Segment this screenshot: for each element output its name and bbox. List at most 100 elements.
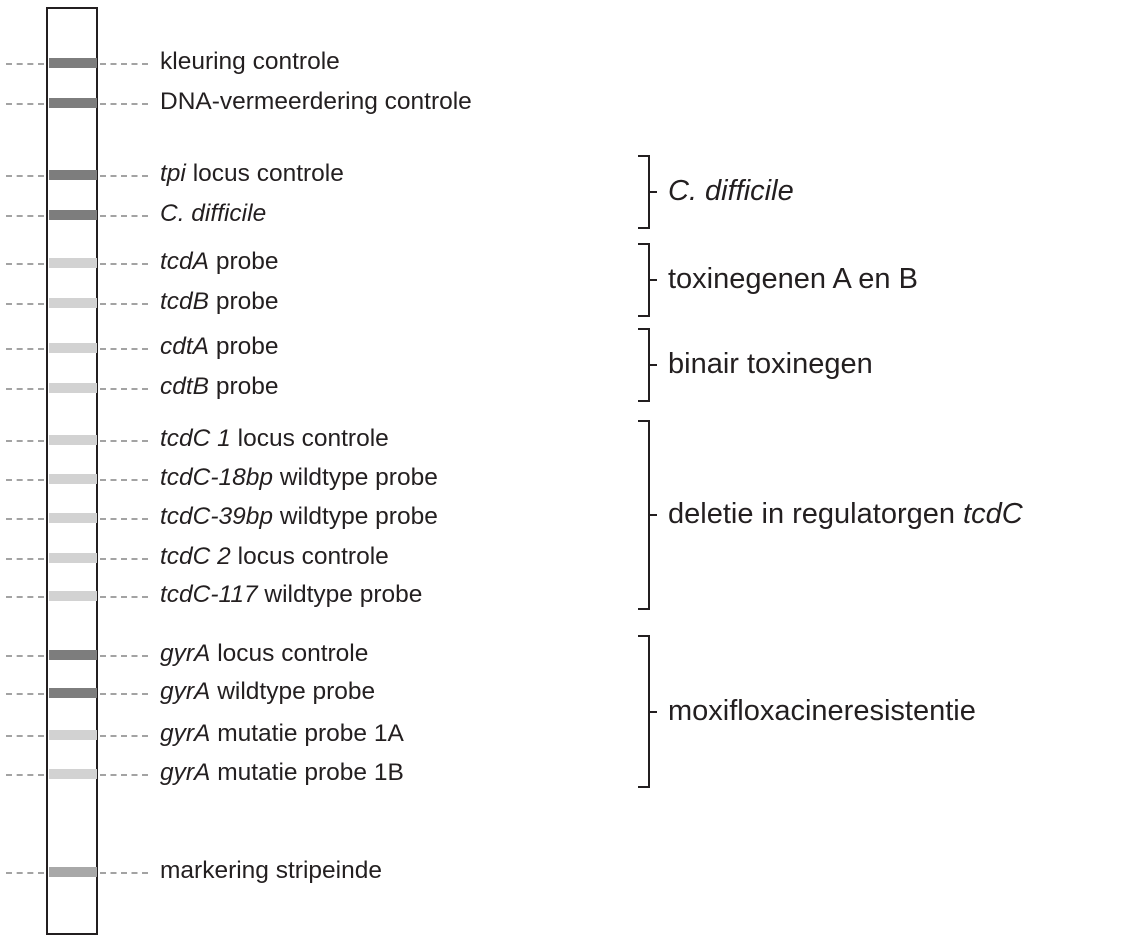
right-guide-line (100, 872, 148, 874)
probe-band (49, 210, 97, 220)
probe-label-text: markering stripeinde (160, 857, 382, 884)
right-guide-line (100, 215, 148, 217)
probe-label-text: kleuring controle (160, 48, 340, 75)
group-label: toxinegenen A en B (668, 262, 918, 296)
probe-label-text: wildtype probe (210, 678, 376, 705)
probe-label-italic: tcdC-117 (160, 581, 258, 608)
group-label-text: toxinegenen A en B (668, 263, 918, 295)
group-bracket-tick (648, 191, 657, 193)
probe-band (49, 867, 97, 877)
group-label-text: deletie in regulatorgen (668, 498, 964, 530)
probe-label: tcdA probe (160, 247, 279, 277)
test-strip (46, 7, 98, 935)
probe-band (49, 650, 97, 660)
probe-label-text: wildtype probe (257, 581, 423, 608)
probe-label-italic: tcdC-18bp (160, 464, 274, 491)
probe-label: markering stripeinde (160, 856, 382, 886)
group-label-text: moxifloxacineresistentie (668, 694, 976, 727)
right-guide-line (100, 596, 148, 598)
probe-label-italic: tcdC 1 (160, 425, 231, 452)
right-guide-line (100, 63, 148, 65)
probe-label: DNA-vermeerdering controle (160, 87, 472, 117)
right-guide-line (100, 655, 148, 657)
probe-band (49, 591, 97, 601)
right-guide-line (100, 440, 148, 442)
probe-label-text: mutatie probe 1A (210, 720, 404, 747)
left-guide-line (6, 348, 44, 350)
probe-band (49, 513, 97, 523)
left-guide-line (6, 175, 44, 177)
left-guide-line (6, 518, 44, 520)
probe-band (49, 58, 97, 68)
probe-label: gyrA locus controle (160, 639, 368, 669)
left-guide-line (6, 63, 44, 65)
left-guide-line (6, 558, 44, 560)
probe-label-text: locus controle (210, 640, 369, 667)
probe-label: kleuring controle (160, 47, 340, 77)
probe-label: tcdC 2 locus controle (160, 542, 389, 572)
right-guide-line (100, 175, 148, 177)
probe-label: tcdC-39bp wildtype probe (160, 502, 438, 532)
right-guide-line (100, 735, 148, 737)
probe-label: gyrA mutatie probe 1A (160, 719, 404, 749)
probe-label-text: locus controle (230, 543, 389, 570)
probe-label-text: probe (209, 248, 279, 275)
probe-band (49, 435, 97, 445)
probe-label-italic: gyrA (160, 720, 211, 747)
probe-label-italic: C. difficile (160, 200, 267, 227)
right-guide-line (100, 348, 148, 350)
probe-label: gyrA mutatie probe 1B (160, 758, 404, 788)
probe-label-text: probe (209, 288, 279, 315)
left-guide-line (6, 440, 44, 442)
left-guide-line (6, 693, 44, 695)
probe-label-italic: tcdA (160, 248, 210, 275)
probe-label-italic: tcdC-39bp (160, 503, 274, 530)
probe-label-text: probe (209, 373, 279, 400)
probe-band (49, 474, 97, 484)
left-guide-line (6, 596, 44, 598)
group-label: binair toxinegen (668, 347, 873, 381)
left-guide-line (6, 215, 44, 217)
probe-label-italic: cdtA (160, 333, 210, 360)
probe-band (49, 98, 97, 108)
probe-label: tcdC-18bp wildtype probe (160, 463, 438, 493)
probe-label-text: wildtype probe (273, 464, 438, 491)
probe-label-italic: cdtB (160, 373, 210, 400)
probe-band (49, 688, 97, 698)
probe-label-italic: gyrA (160, 678, 211, 705)
right-guide-line (100, 388, 148, 390)
probe-label: cdtA probe (160, 332, 279, 362)
left-guide-line (6, 774, 44, 776)
right-guide-line (100, 518, 148, 520)
probe-band (49, 730, 97, 740)
left-guide-line (6, 388, 44, 390)
probe-band (49, 383, 97, 393)
group-label: moxifloxacineresistentie (668, 694, 976, 728)
group-label-italic: C. difficile (668, 175, 794, 207)
right-guide-line (100, 693, 148, 695)
left-guide-line (6, 103, 44, 105)
probe-label: tcdC-117 wildtype probe (160, 580, 422, 610)
probe-label-italic: gyrA (160, 759, 211, 786)
group-bracket-tick (648, 279, 657, 281)
probe-label: cdtB probe (160, 372, 279, 402)
right-guide-line (100, 774, 148, 776)
probe-band (49, 343, 97, 353)
group-bracket-tick (648, 710, 657, 713)
probe-band (49, 258, 97, 268)
probe-band (49, 553, 97, 563)
probe-band (49, 170, 97, 180)
left-guide-line (6, 872, 44, 874)
left-guide-line (6, 655, 44, 657)
group-label: C. difficile (668, 174, 794, 208)
group-bracket-tick (648, 514, 657, 516)
probe-band (49, 769, 97, 779)
probe-label-italic: tcdC 2 (160, 543, 231, 570)
group-label: deletie in regulatorgen tcdC (668, 497, 1023, 531)
probe-label: gyrA wildtype probe (160, 677, 375, 707)
left-guide-line (6, 479, 44, 481)
group-bracket-tick (648, 364, 657, 366)
left-guide-line (6, 303, 44, 305)
right-guide-line (100, 479, 148, 481)
right-guide-line (100, 263, 148, 265)
